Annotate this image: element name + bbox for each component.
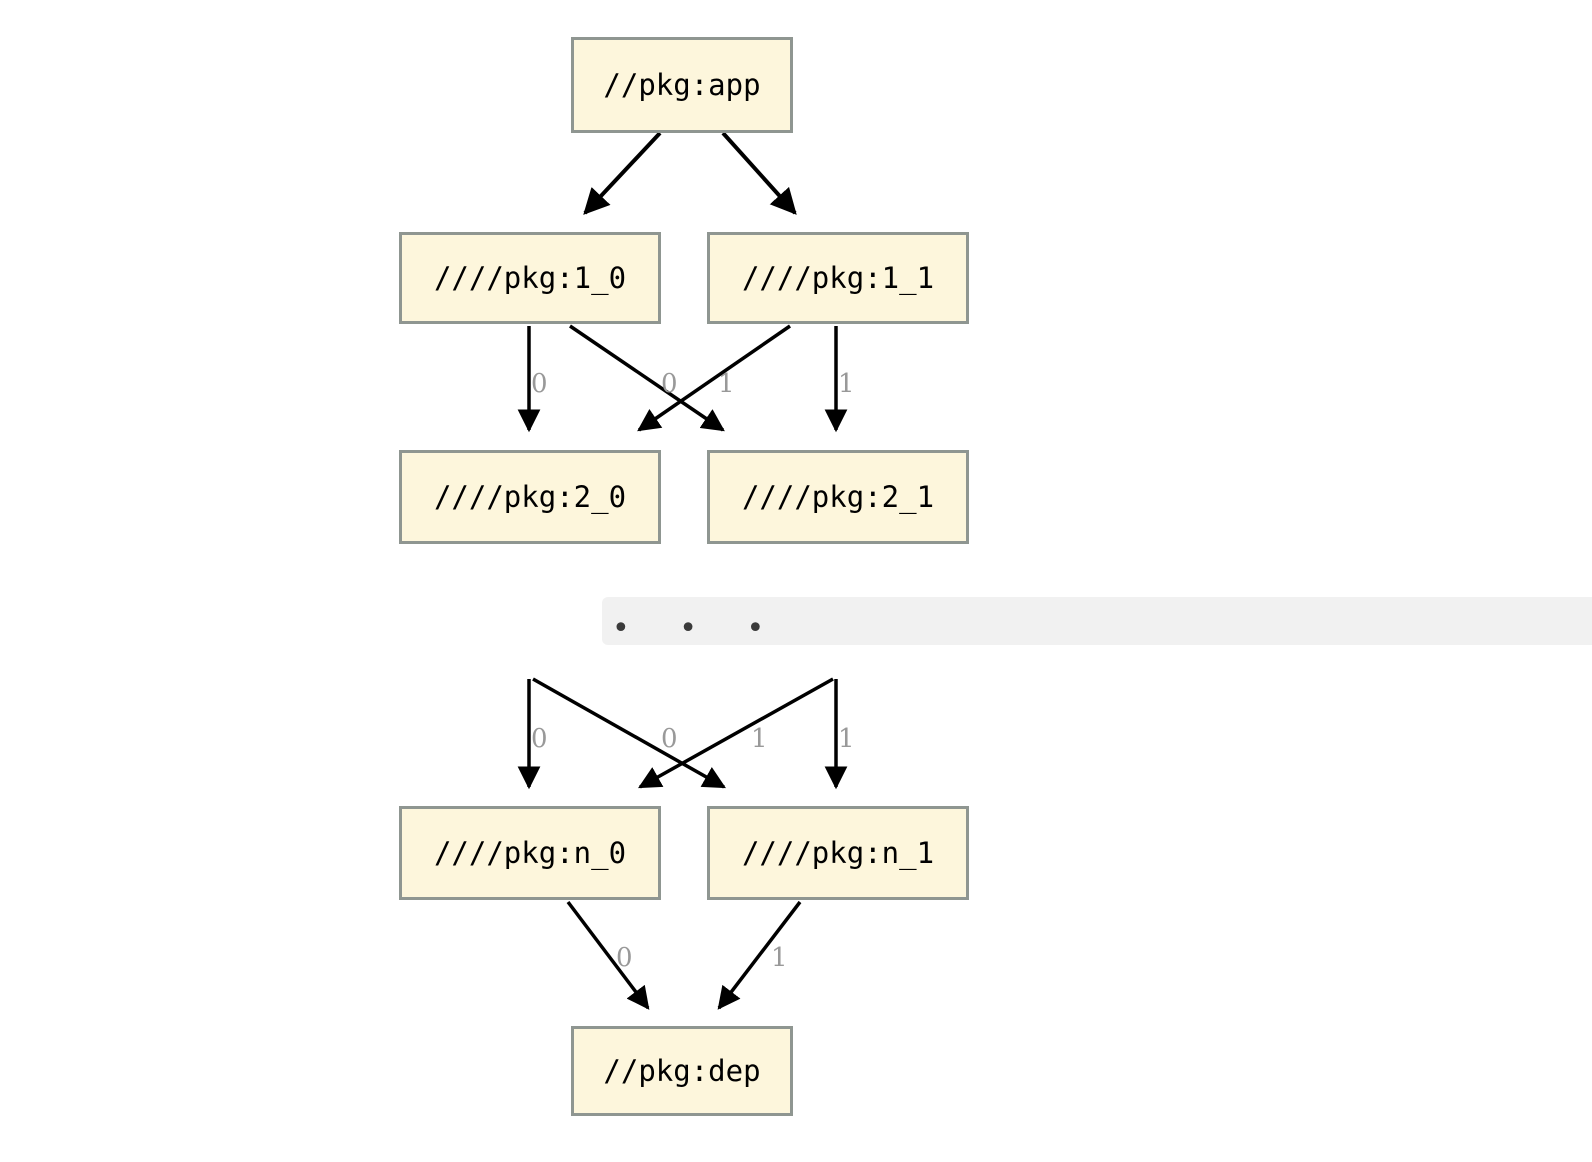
edge-label: 1 <box>838 369 855 399</box>
node-label: ////pkg:n_1 <box>741 835 935 870</box>
node-pkg-dep[interactable]: //pkg:dep <box>571 1026 793 1116</box>
node-pkg-n_0[interactable]: ////pkg:n_0 <box>399 806 661 900</box>
ellipsis-dots: • • • <box>612 611 785 646</box>
edge-truncated-to-n_1 <box>532 677 726 789</box>
node-pkg-n_1[interactable]: ////pkg:n_1 <box>707 806 969 900</box>
edge-label: 1 <box>838 724 855 754</box>
edge-truncated-right-to-n_0 <box>638 677 834 789</box>
edge-app-to-1_1 <box>721 131 797 215</box>
node-pkg-2_0[interactable]: ////pkg:2_0 <box>399 450 661 544</box>
node-label: ////pkg:2_0 <box>433 479 627 514</box>
node-pkg-2_1[interactable]: ////pkg:2_1 <box>707 450 969 544</box>
node-pkg-1_1[interactable]: ////pkg:1_1 <box>707 232 969 324</box>
edge-n_0-to-dep <box>566 900 650 1010</box>
truncation-ellipsis-band: • • • <box>602 597 1592 645</box>
edge-label: 1 <box>771 943 788 973</box>
node-label: //pkg:app <box>603 67 761 102</box>
edge-label: 0 <box>531 369 548 399</box>
node-label: ////pkg:1_0 <box>433 260 627 295</box>
node-pkg-1_0[interactable]: ////pkg:1_0 <box>399 232 661 324</box>
node-label: ////pkg:n_0 <box>433 835 627 870</box>
edge-label: 0 <box>661 724 678 754</box>
node-label: //pkg:dep <box>603 1053 761 1088</box>
edge-n_1-to-dep <box>717 900 802 1010</box>
node-label: ////pkg:1_1 <box>741 260 935 295</box>
edge-label: 1 <box>751 724 768 754</box>
node-pkg-app[interactable]: //pkg:app <box>571 37 793 133</box>
edge-label: 1 <box>718 369 735 399</box>
edge-label: 0 <box>661 369 678 399</box>
node-label: ////pkg:2_1 <box>741 479 935 514</box>
edge-label: 0 <box>616 943 633 973</box>
edge-app-to-1_0 <box>583 131 662 215</box>
edge-1_1-to-2_0 <box>637 324 791 432</box>
edge-label: 0 <box>531 724 548 754</box>
edge-1_0-to-2_1 <box>569 324 725 432</box>
